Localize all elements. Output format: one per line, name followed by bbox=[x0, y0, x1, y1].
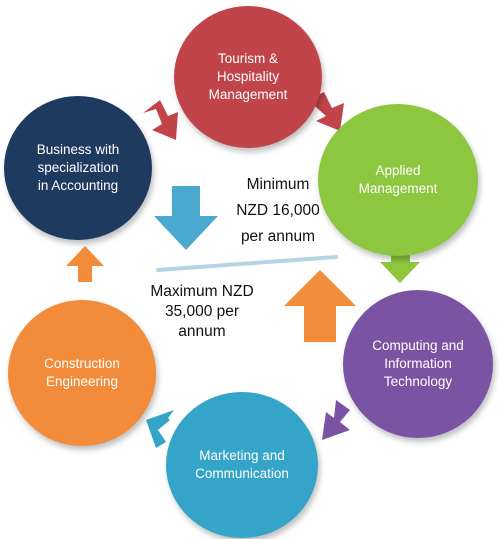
node-applied-management: Applied Management bbox=[318, 104, 478, 256]
node-tourism-hospitality: Tourism & Hospitality Management bbox=[174, 6, 322, 148]
node-marketing-communication: Marketing and Communication bbox=[166, 392, 318, 538]
arrow-marketing-to-construction bbox=[146, 410, 174, 448]
node-construction-engineering: Construction Engineering bbox=[8, 300, 156, 446]
node-tourism-label: Tourism & Hospitality Management bbox=[208, 51, 288, 102]
large-down-arrow bbox=[154, 186, 218, 250]
node-construction-label: Construction Engineering bbox=[44, 356, 120, 389]
node-applied-label: Applied Management bbox=[358, 163, 438, 196]
arrow-business-to-tourism bbox=[143, 100, 178, 140]
node-computing-it: Computing and Information Technology bbox=[343, 290, 493, 438]
arrow-construction-to-business bbox=[66, 246, 104, 282]
minimum-amount-text: Minimum NZD 16,000 per annum bbox=[236, 176, 320, 245]
large-up-arrow bbox=[284, 270, 356, 342]
maximum-amount-text: Maximum NZD 35,000 per annum bbox=[150, 283, 254, 340]
arrow-applied-to-computing bbox=[380, 250, 420, 283]
arrow-computing-to-marketing bbox=[322, 400, 350, 440]
node-business-label: Business with specialization in Accounti… bbox=[36, 142, 120, 193]
node-computing-label: Computing and Information Technology bbox=[372, 338, 464, 389]
divider-line bbox=[156, 255, 338, 272]
node-business-accounting: Business with specialization in Accounti… bbox=[4, 96, 152, 240]
node-marketing-label: Marketing and Communication bbox=[195, 448, 289, 481]
